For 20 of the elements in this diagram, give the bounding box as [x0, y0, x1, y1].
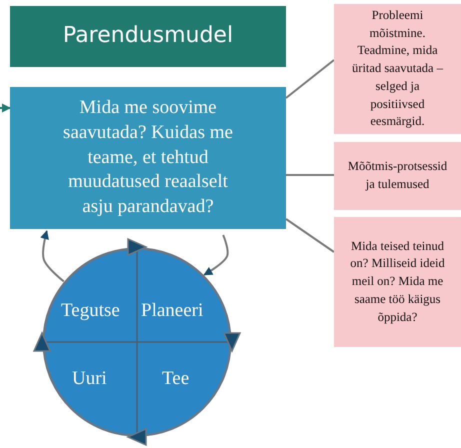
note-box [334, 217, 461, 347]
connector-line [285, 218, 335, 253]
curved-arrow [40, 230, 64, 282]
note-box [334, 142, 461, 210]
note-text: Mida teised teinud on? Milliseid ideid meil on? Mida me saame töö käigus õppida? [349, 238, 446, 326]
note-box [334, 4, 461, 134]
curved-arrow [203, 234, 229, 276]
title-banner [10, 6, 286, 67]
connector-line [286, 174, 334, 176]
connector-line [285, 59, 335, 99]
quadrant-label: Tegutse [61, 300, 120, 322]
note-text: Probleemi mõistmine. Teadmine, mida üritad saavutada – selged ja positiivsed eesmärgid. [351, 6, 444, 130]
note-text: Mõõtmis-protsessid ja tulemused [347, 158, 448, 193]
title-text: Parendusmudel [62, 23, 234, 50]
arrow [0, 104, 11, 112]
quadrant-label: Tee [162, 368, 190, 390]
quadrant-label: Uuri [72, 368, 107, 390]
quadrant-label: Planeeri [141, 300, 204, 322]
question-box [10, 87, 286, 229]
question-text: Mida me soovime saavutada? Kuidas me teame, et tehtud muudatused reaalselt asju parandavad? [62, 96, 234, 220]
